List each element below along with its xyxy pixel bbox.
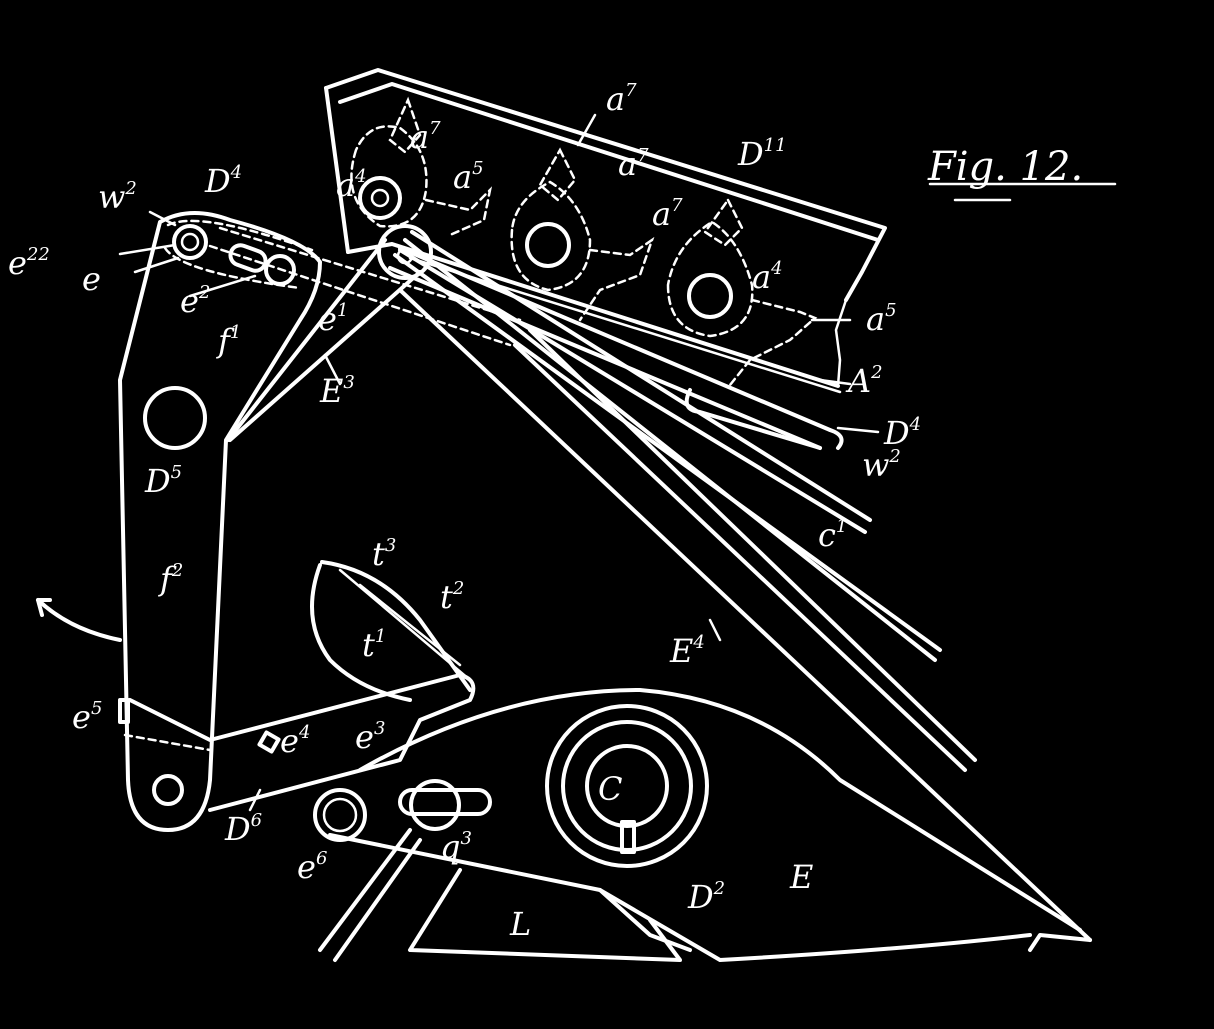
label-a5-left-superscript: 5: [472, 158, 483, 179]
label-w2-right-superscript: 2: [888, 446, 900, 467]
label-a7-mid-superscript: 7: [637, 145, 649, 166]
label-D11-superscript: 11: [764, 135, 787, 156]
label-D2-superscript: 2: [713, 878, 725, 899]
tappet-t1: [310, 560, 472, 702]
label-a7-right: a7: [652, 195, 683, 233]
label-f1-superscript: 1: [230, 322, 241, 343]
label-e2-superscript: 2: [198, 282, 210, 303]
label-D6-superscript: 6: [251, 810, 262, 831]
label-a4-right-superscript: 4: [770, 258, 782, 279]
label-D4-top: D4: [204, 162, 242, 200]
label-w2-left-superscript: 2: [124, 178, 136, 199]
label-e22: e22: [8, 244, 50, 282]
label-e5-superscript: 5: [91, 698, 102, 719]
label-t1: t1: [362, 626, 386, 664]
label-a5-right-superscript: 5: [885, 300, 896, 321]
label-D2: D2: [687, 878, 725, 916]
label-t3-superscript: 3: [385, 535, 396, 556]
label-A2: A2: [845, 362, 883, 400]
rods: [388, 230, 977, 772]
label-e6-superscript: 6: [316, 848, 327, 869]
direction-arrow: [36, 598, 122, 642]
label-D4-right-superscript: 4: [909, 414, 921, 435]
label-q3: q3: [440, 828, 472, 866]
label-E4: E4: [669, 632, 705, 670]
label-a4-left-superscript: 4: [354, 166, 366, 187]
label-e6: e6: [297, 848, 327, 886]
label-a5-right: a5: [866, 300, 897, 338]
label-e3: e3: [355, 718, 385, 756]
label-E: E: [789, 858, 813, 896]
label-w2-left: w2: [98, 178, 137, 216]
label-t1-superscript: 1: [375, 626, 386, 647]
block-l: [408, 868, 692, 962]
lever-f2: [118, 210, 322, 832]
label-f1: f1: [216, 322, 241, 360]
label-a7-top: a7: [410, 118, 441, 156]
label-D5-superscript: 5: [171, 462, 182, 483]
label-t2: t2: [440, 578, 464, 616]
label-E3: E3: [319, 372, 355, 410]
figure-title: Fig. 12.: [927, 144, 1117, 202]
label-e3-superscript: 3: [374, 718, 385, 739]
cam-left: [350, 96, 493, 237]
label-a7-right-superscript: 7: [671, 195, 683, 216]
label-f2: f2: [158, 560, 183, 598]
label-e2: e2: [180, 282, 210, 320]
label-c1: c1: [818, 516, 847, 554]
label-D4-right: D4: [883, 414, 921, 452]
label-a4-left: a4: [336, 166, 367, 204]
label-a7-upper: a7: [606, 80, 637, 118]
label-e4: e4: [280, 722, 310, 760]
frame-e: [398, 288, 1092, 952]
label-e22-superscript: 22: [26, 244, 50, 265]
label-q3-superscript: 3: [460, 828, 471, 849]
label-a5-left: a5: [453, 158, 484, 196]
label-a7-upper-superscript: 7: [625, 80, 637, 101]
bar-d11: [324, 68, 887, 394]
leader-lines: [118, 113, 880, 812]
figure-title-text: Fig. 12.: [927, 144, 1083, 190]
plate-c: [313, 688, 1082, 962]
label-D4-top-superscript: 4: [230, 162, 242, 183]
label-e: e: [82, 260, 101, 298]
label-D11: D11: [737, 135, 787, 173]
label-w2-right: w2: [862, 446, 901, 484]
label-a4-right: a4: [752, 258, 783, 296]
label-a7-mid: a7: [618, 145, 649, 183]
label-L: L: [509, 905, 531, 943]
label-t3: t3: [372, 535, 396, 573]
cam-middle: [510, 147, 655, 322]
label-t2-superscript: 2: [452, 578, 464, 599]
label-f2-superscript: 2: [171, 560, 183, 581]
cam-right: [666, 197, 818, 387]
label-D6: D6: [224, 810, 262, 848]
link-e3: [208, 224, 522, 442]
label-e1-superscript: 1: [337, 300, 348, 321]
label-D5: D5: [144, 462, 182, 500]
label-c1-superscript: 1: [836, 516, 847, 537]
label-a7-top-superscript: 7: [429, 118, 441, 139]
label-e5: e5: [72, 698, 102, 736]
label-e1: e1: [318, 300, 348, 338]
label-A2-superscript: 2: [870, 362, 882, 383]
label-E3-superscript: 3: [343, 372, 354, 393]
label-C: C: [598, 770, 622, 808]
label-e4-superscript: 4: [298, 722, 310, 743]
label-E4-superscript: 4: [692, 632, 704, 653]
